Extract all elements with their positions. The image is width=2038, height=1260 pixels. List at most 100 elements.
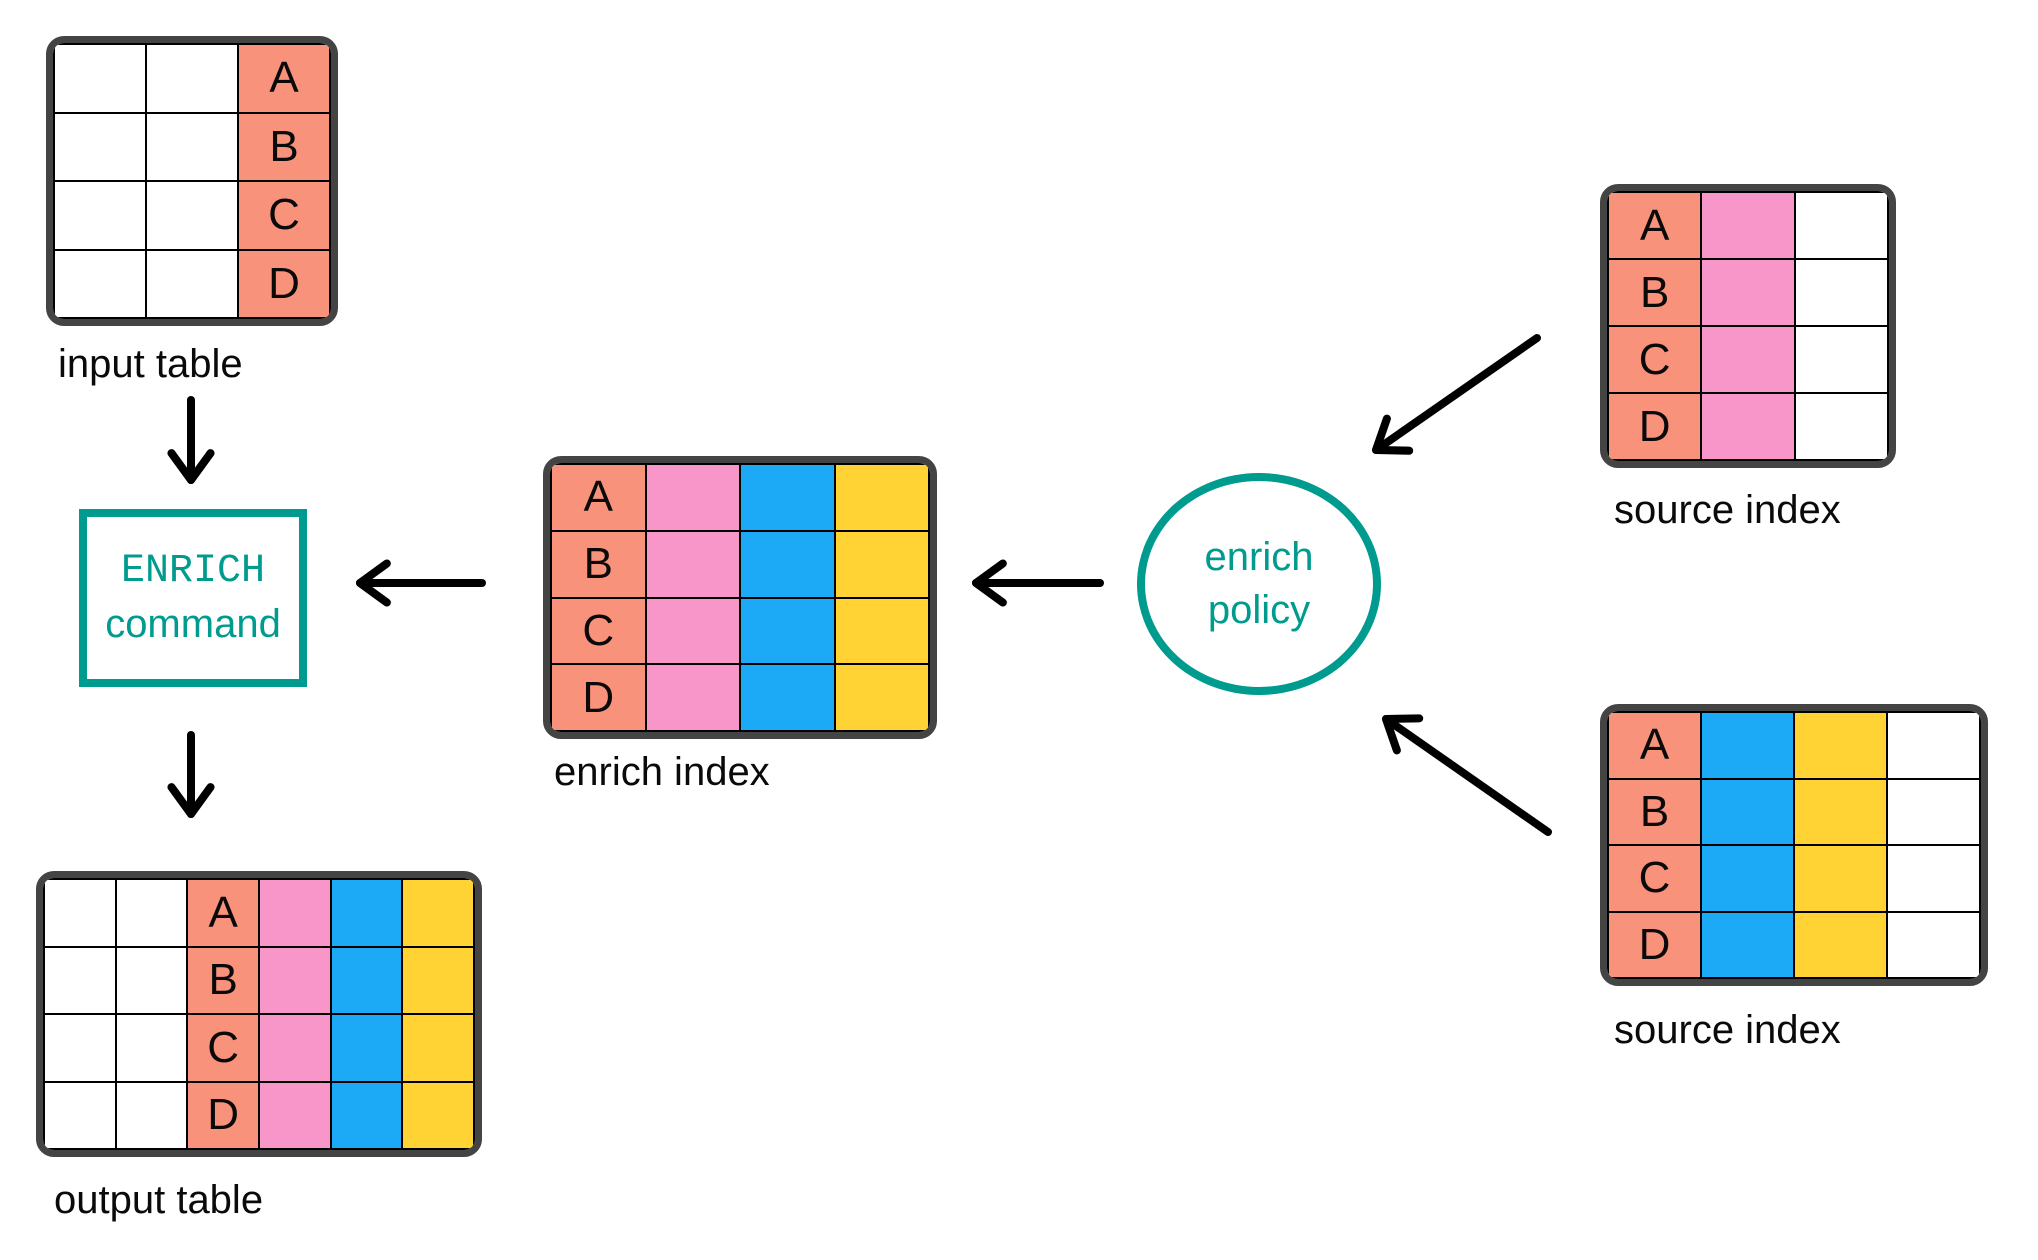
table-row: A — [53, 43, 331, 114]
table-cell: B — [186, 945, 260, 1015]
table-cell — [739, 596, 836, 666]
table-cell — [53, 111, 147, 182]
table-cell — [43, 945, 117, 1015]
table-cell: C — [1607, 325, 1703, 394]
table-cell — [257, 1013, 332, 1083]
table-cell — [1793, 844, 1888, 913]
table-cell — [833, 529, 930, 599]
table-cell: A — [1607, 191, 1703, 260]
table-cell — [833, 596, 930, 666]
table-cell — [1700, 844, 1795, 913]
input-table-label: input table — [58, 342, 243, 386]
enrich-index-label: enrich index — [554, 750, 770, 794]
table-cell — [257, 878, 332, 948]
table-row: D — [43, 1080, 475, 1150]
table-cell: C — [237, 180, 331, 251]
table-row: B — [53, 111, 331, 182]
enrich-policy-word2: policy — [1207, 588, 1311, 632]
table-cell — [1700, 910, 1795, 979]
table-cell — [644, 663, 741, 732]
table-cell — [1886, 777, 1981, 846]
table-cell — [329, 878, 404, 948]
table-cell — [1793, 325, 1889, 394]
table-cell: C — [550, 596, 647, 666]
table-cell — [145, 43, 239, 114]
enrich-command-keyword: ENRICH — [120, 549, 266, 594]
table-row: B — [1607, 258, 1889, 327]
table-cell — [53, 180, 147, 251]
table-cell — [1886, 711, 1981, 780]
table-cell: B — [550, 529, 647, 599]
table-row: C — [1607, 844, 1981, 913]
table-cell — [644, 596, 741, 666]
table-cell — [1700, 191, 1796, 260]
table-row: D — [1607, 910, 1981, 979]
table-cell: A — [237, 43, 331, 114]
table-cell — [53, 248, 147, 319]
table-row: B — [1607, 777, 1981, 846]
table-cell: A — [1607, 711, 1702, 780]
table-cell: C — [1607, 844, 1702, 913]
table-cell — [1700, 711, 1795, 780]
source-index-bottom-label: source index — [1614, 1008, 1841, 1052]
table-cell — [114, 878, 189, 948]
table-cell — [833, 663, 930, 732]
table-row: D — [550, 663, 930, 732]
table-cell: D — [550, 663, 647, 732]
table-cell — [329, 945, 404, 1015]
table-cell — [1793, 392, 1889, 461]
table-cell: A — [186, 878, 260, 948]
table-cell — [644, 529, 741, 599]
table-cell — [1700, 258, 1796, 327]
table-cell — [644, 463, 741, 532]
table-row: A — [43, 878, 475, 948]
table-cell — [257, 1080, 332, 1150]
table-cell — [43, 1013, 117, 1083]
enrich-policy-word1: enrich — [1204, 535, 1314, 579]
table-cell — [1793, 191, 1889, 260]
table-cell — [739, 663, 836, 732]
arrow-source-top-to-policy — [1371, 334, 1541, 455]
table-cell — [739, 463, 836, 532]
table-cell — [145, 248, 239, 319]
table-cell — [1793, 910, 1888, 979]
table-row: C — [1607, 325, 1889, 394]
table-row: D — [53, 248, 331, 319]
table-cell — [1886, 844, 1981, 913]
table-cell — [145, 111, 239, 182]
table-cell: D — [237, 248, 331, 319]
table-row: C — [43, 1013, 475, 1083]
table-row: B — [550, 529, 930, 599]
table-row: A — [1607, 711, 1981, 780]
table-cell: D — [186, 1080, 260, 1150]
arrow-source-bottom-to-policy — [1381, 714, 1552, 836]
table-cell: D — [1607, 392, 1703, 461]
source-index-top-label: source index — [1614, 488, 1841, 532]
table-cell: B — [237, 111, 331, 182]
table-row: A — [1607, 191, 1889, 260]
table-cell — [114, 945, 189, 1015]
table-cell — [329, 1080, 404, 1150]
output-table-label: output table — [54, 1178, 264, 1222]
enrich-command-box: ENRICH command — [79, 509, 307, 687]
table-cell — [1700, 777, 1795, 846]
table-cell — [114, 1013, 189, 1083]
table-cell — [114, 1080, 189, 1150]
table-row: C — [53, 180, 331, 251]
table-cell: B — [1607, 258, 1703, 327]
enrich-policy-circle: enrich policy — [1137, 473, 1381, 695]
table-cell — [1700, 325, 1796, 394]
table-cell — [145, 180, 239, 251]
table-row: B — [43, 945, 475, 1015]
table-cell — [401, 1013, 475, 1083]
